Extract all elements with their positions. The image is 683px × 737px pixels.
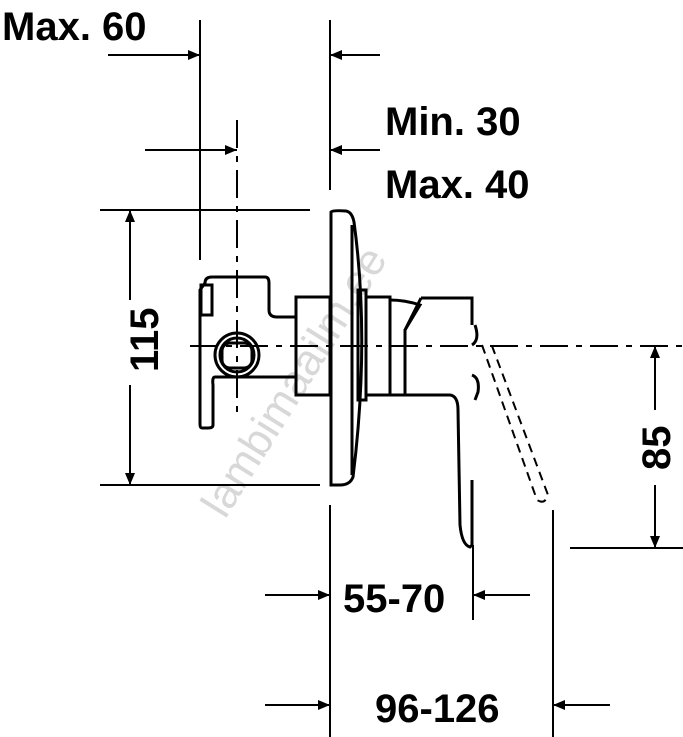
mixer-body [198, 209, 550, 549]
min-30-label: Min. 30 [385, 100, 521, 144]
extension-lines [100, 20, 683, 737]
height-85-label: 85 [635, 426, 679, 471]
dimension-arrows [108, 50, 660, 710]
depth-96-126-label: 96-126 [375, 687, 500, 731]
height-115-label: 115 [123, 307, 167, 372]
max-40-label: Max. 40 [385, 163, 530, 207]
depth-55-70-label: 55-70 [343, 577, 445, 621]
max-60-label: Max. 60 [2, 5, 147, 49]
